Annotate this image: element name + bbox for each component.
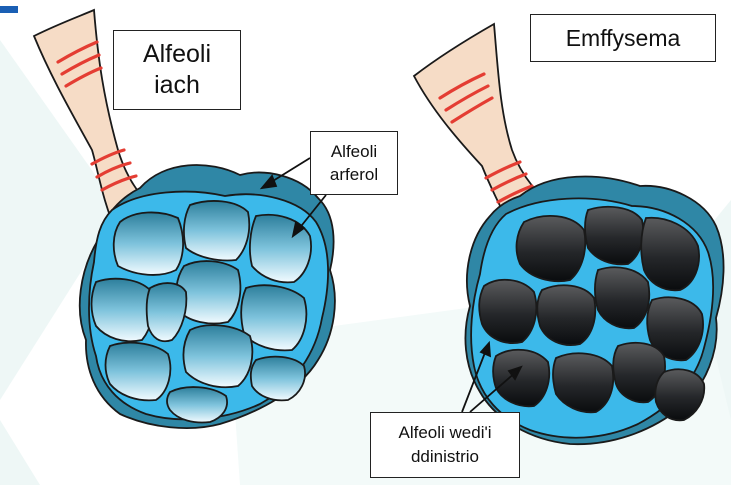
damaged-alveoli-callout: Alfeoli wedi'i ddinistrio <box>370 412 520 478</box>
emphysema-title-text: Emffysema <box>531 15 715 61</box>
alveoli-sacs-healthy <box>92 201 312 423</box>
damaged-callout-line-1: Alfeoli wedi'i <box>371 421 519 445</box>
alveoli-cluster-healthy <box>80 165 335 428</box>
healthy-title-line-1: Alfeoli <box>114 39 240 70</box>
normal-callout-line-1: Alfeoli <box>311 140 397 163</box>
damaged-callout-line-2: ddinistrio <box>371 445 519 469</box>
alveoli-cluster-emphysema <box>465 177 723 445</box>
healthy-alveoli-title: Alfeoli iach <box>113 30 241 110</box>
emphysema-title: Emffysema <box>530 14 716 62</box>
normal-alveoli-callout: Alfeoli arferol <box>310 131 398 195</box>
healthy-title-line-2: iach <box>114 70 240 101</box>
normal-callout-line-2: arferol <box>311 163 397 186</box>
accent-bar <box>0 6 18 13</box>
